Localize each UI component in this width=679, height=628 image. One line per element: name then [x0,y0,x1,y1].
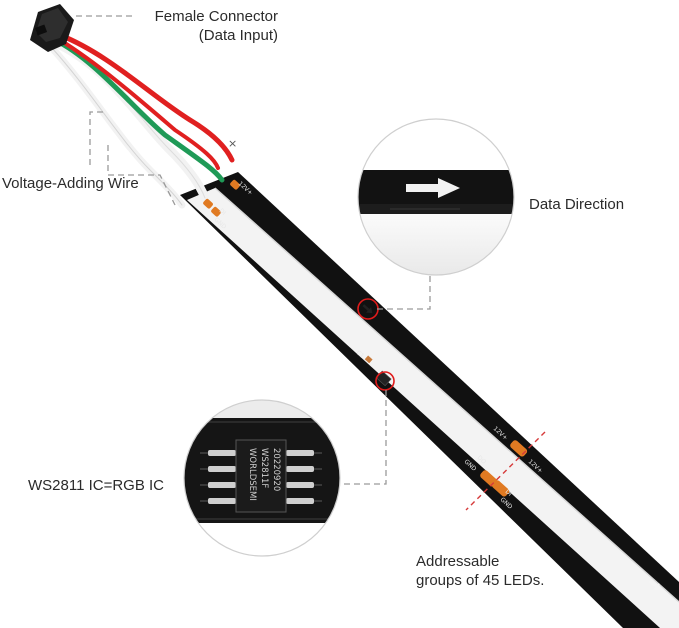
addressable-line2: groups of 45 LEDs. [416,572,545,589]
ic-highlight [375,371,395,391]
data-direction-zoom [357,118,515,276]
female-connector-subtitle: (Data Input) [198,27,278,44]
pcb-label-di-cut: DI [504,488,514,498]
chip-marking-line2: WS2811F [259,448,269,488]
female-connector-label: Female Connector (Data Input) [155,7,278,45]
svg-text:×: × [228,137,237,150]
voltage-adding-wire-label: Voltage-Adding Wire [2,175,139,192]
chip-marking-line1: WORLDSEMI [247,448,257,501]
female-connector-title: Female Connector [154,8,278,25]
led-strip-diffuser [187,188,679,628]
input-solder-pads [203,179,240,217]
addressable-groups-label: Addressable groups of 45 LEDs. [416,552,544,590]
pcb-label-di-top: DI [218,207,228,217]
cut-line [465,431,546,511]
ws2811-chip [235,439,287,513]
pcb-label-do-cut: DO [476,454,488,466]
strip-direction-arrow [649,579,661,591]
addressable-line1: Addressable [416,553,500,570]
female-connector-plug [30,4,74,52]
ws2811-ic-label: WS2811 IC=RGB IC [28,477,165,494]
data-direction-arrow-icon [406,178,460,198]
leader-lines [76,15,431,485]
wire-bundle: × [48,32,237,209]
chip-marking-line3: 20220920 [271,448,281,491]
cut-point-pads [465,431,546,511]
pcb-label-c1: C1 [355,349,366,360]
ws2811-chip-zoom: WORLDSEMI WS2811F 20220920 [183,399,341,557]
data-direction-label: Data Direction [529,196,625,213]
